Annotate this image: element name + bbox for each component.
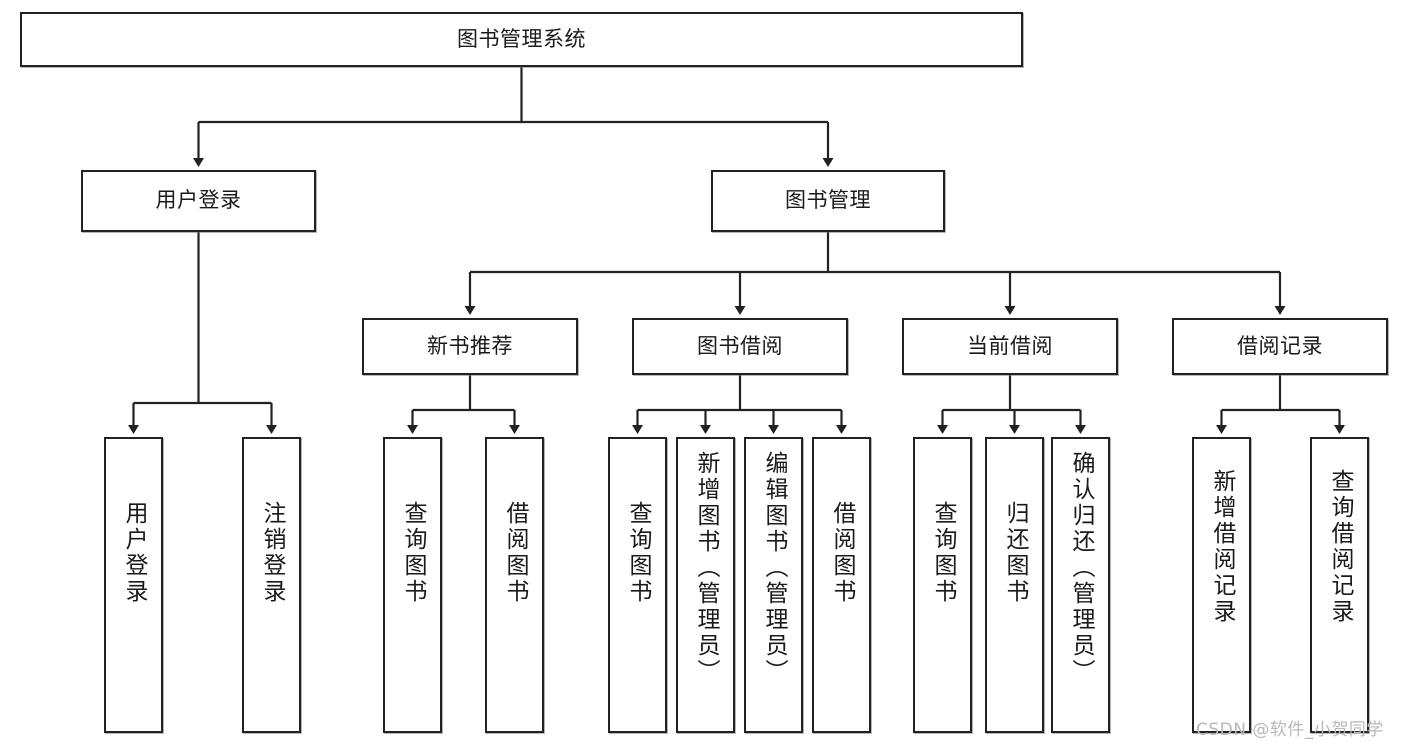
node-current-borrow-label: 当前借阅 — [967, 333, 1053, 358]
node-root[interactable]: 图书管理系统 — [20, 12, 1023, 67]
leaf-query-book-borrow[interactable]: 查询图书 — [608, 437, 667, 733]
leaf-return-book[interactable]: 归还图书 — [985, 437, 1044, 733]
leaf-edit-book-admin[interactable]: 编辑图书（管理员） — [744, 437, 803, 733]
leaf-add-book-admin-label: 新增图书（管理员） — [693, 451, 719, 685]
node-new-book-recommend[interactable]: 新书推荐 — [362, 318, 578, 375]
leaf-add-book-admin[interactable]: 新增图书（管理员） — [676, 437, 735, 733]
node-book-borrow[interactable]: 图书借阅 — [632, 318, 848, 375]
node-new-book-recommend-label: 新书推荐 — [427, 333, 513, 358]
node-user-login[interactable]: 用户登录 — [81, 170, 316, 232]
leaf-borrow-book[interactable]: 借阅图书 — [812, 437, 871, 733]
leaf-borrow-book-rec-label: 借阅图书 — [502, 501, 528, 605]
leaf-borrow-book-label: 借阅图书 — [829, 501, 855, 605]
node-current-borrow[interactable]: 当前借阅 — [902, 318, 1118, 375]
leaf-query-borrow-record-label: 查询借阅记录 — [1327, 469, 1353, 625]
leaf-user-login-label: 用户登录 — [121, 501, 147, 605]
node-user-login-label: 用户登录 — [155, 188, 242, 213]
leaf-user-login[interactable]: 用户登录 — [104, 437, 163, 733]
leaf-borrow-book-rec[interactable]: 借阅图书 — [485, 437, 544, 733]
leaf-edit-book-admin-label: 编辑图书（管理员） — [761, 451, 787, 685]
leaf-query-book-rec-label: 查询图书 — [400, 501, 426, 605]
leaf-add-borrow-record[interactable]: 新增借阅记录 — [1192, 437, 1251, 733]
node-borrow-record-label: 借阅记录 — [1237, 333, 1323, 358]
node-root-label: 图书管理系统 — [457, 26, 586, 51]
leaf-logout-login[interactable]: 注销登录 — [242, 437, 301, 733]
leaf-query-borrow-record[interactable]: 查询借阅记录 — [1310, 437, 1369, 733]
node-borrow-record[interactable]: 借阅记录 — [1172, 318, 1388, 375]
leaf-confirm-return-admin-label: 确认归还（管理员） — [1068, 451, 1094, 685]
node-book-borrow-label: 图书借阅 — [697, 333, 783, 358]
node-book-manage-label: 图书管理 — [785, 188, 871, 213]
leaf-add-borrow-record-label: 新增借阅记录 — [1209, 469, 1235, 625]
leaf-confirm-return-admin[interactable]: 确认归还（管理员） — [1051, 437, 1110, 733]
leaf-return-book-label: 归还图书 — [1002, 501, 1028, 605]
leaf-query-book-rec[interactable]: 查询图书 — [383, 437, 442, 733]
watermark: CSDN @软件_小贺同学 — [1196, 720, 1384, 740]
leaf-query-book-borrow-label: 查询图书 — [625, 501, 651, 605]
leaf-query-book-current[interactable]: 查询图书 — [913, 437, 972, 733]
leaf-query-book-current-label: 查询图书 — [930, 501, 956, 605]
node-book-manage[interactable]: 图书管理 — [711, 170, 945, 232]
leaf-logout-login-label: 注销登录 — [259, 501, 285, 605]
